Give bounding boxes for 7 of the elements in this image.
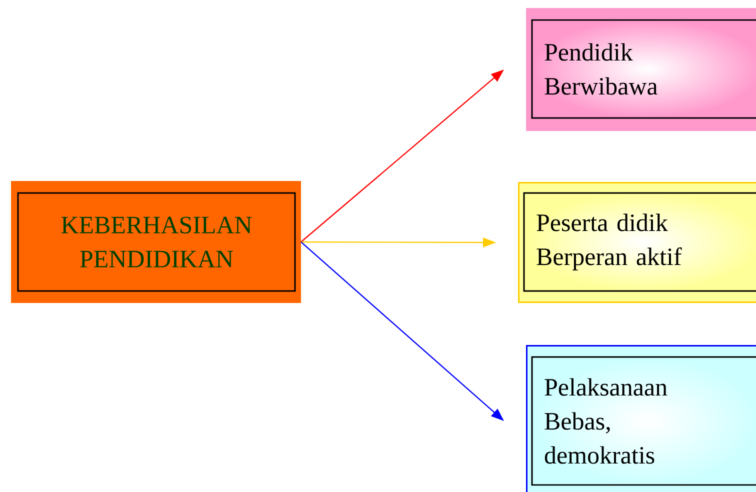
text-box: Pelaksanaan Bebas, demokratis bbox=[526, 344, 756, 492]
arrow bbox=[300, 242, 504, 421]
arrow bbox=[300, 70, 504, 242]
arrow bbox=[301, 238, 496, 248]
text-box: Pendidik Berwibawa bbox=[526, 8, 756, 131]
text-box: Peserta didik Berperan aktif bbox=[518, 182, 756, 303]
text-box: KEBERHASILAN PENDIDIKAN bbox=[11, 181, 301, 303]
